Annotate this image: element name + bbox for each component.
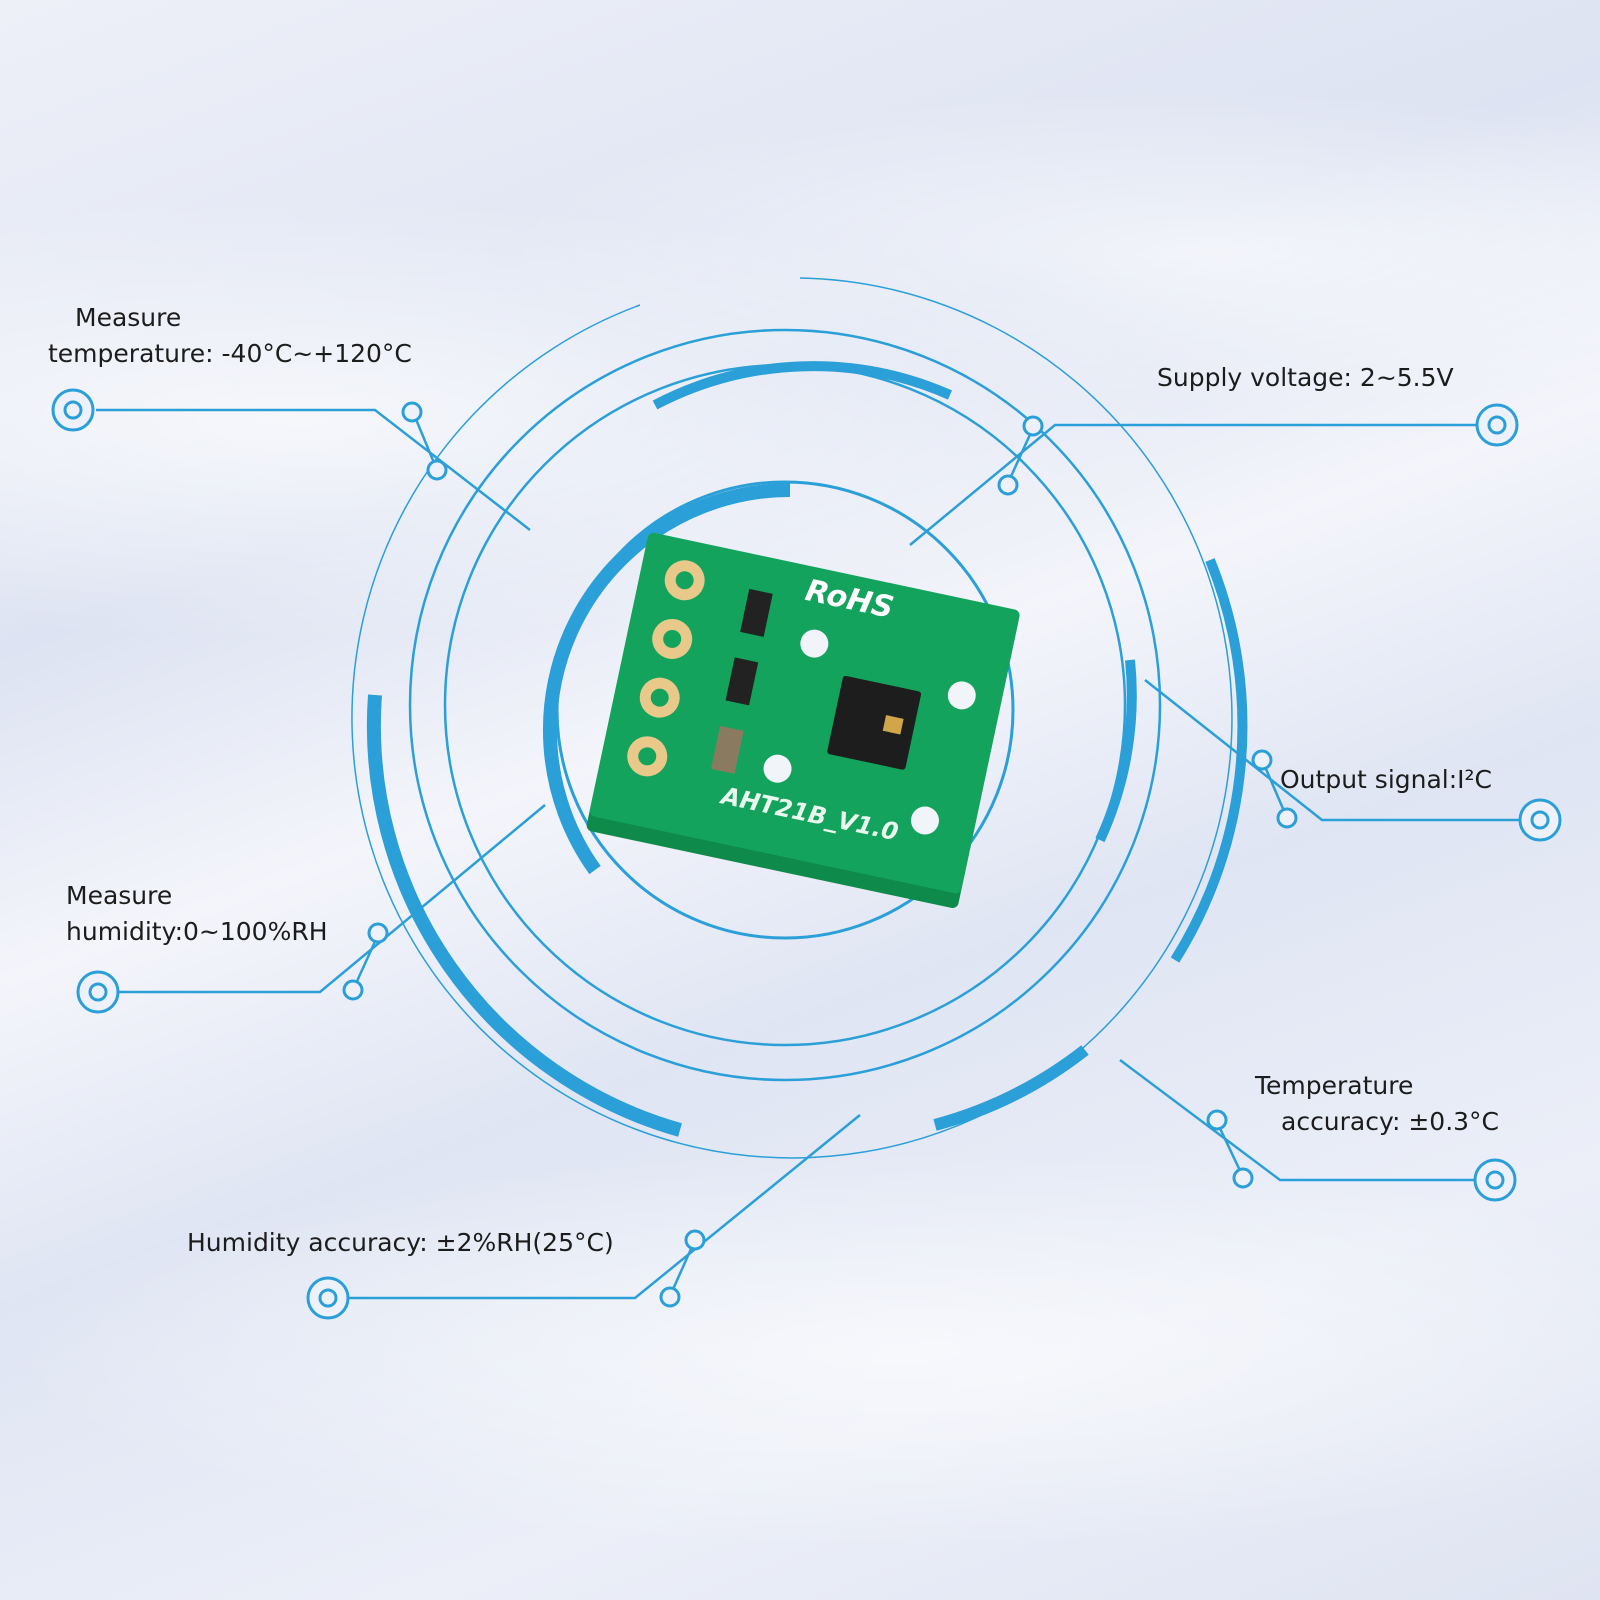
large-ring	[408, 328, 1162, 1082]
thick-arc-inner	[542, 483, 791, 875]
spec-temperature-accuracy: Temperature accuracy: ±0.3°C	[1255, 1071, 1500, 1136]
spec-output-signal: Output signal:I²C	[1280, 765, 1493, 794]
thick-arc-far-right	[1170, 558, 1248, 963]
thick-arc-right	[1095, 659, 1137, 843]
thick-arc-left	[366, 694, 682, 1137]
spec-measure-temperature: Measure temperature: -40°C~+120°C	[48, 303, 412, 368]
outer-thin-arc	[351, 277, 1233, 1159]
spec-humidity-accuracy: Humidity accuracy: ±2%RH(25°C)	[187, 1228, 614, 1257]
sensor-pcb	[586, 532, 1020, 909]
thick-arc-bottom	[933, 1045, 1089, 1131]
spec-measure-humidity: Measure humidity:0~100%RH	[66, 881, 328, 946]
thick-arc-top	[652, 361, 953, 410]
spec-supply-voltage: Supply voltage: 2~5.5V	[1157, 363, 1454, 392]
